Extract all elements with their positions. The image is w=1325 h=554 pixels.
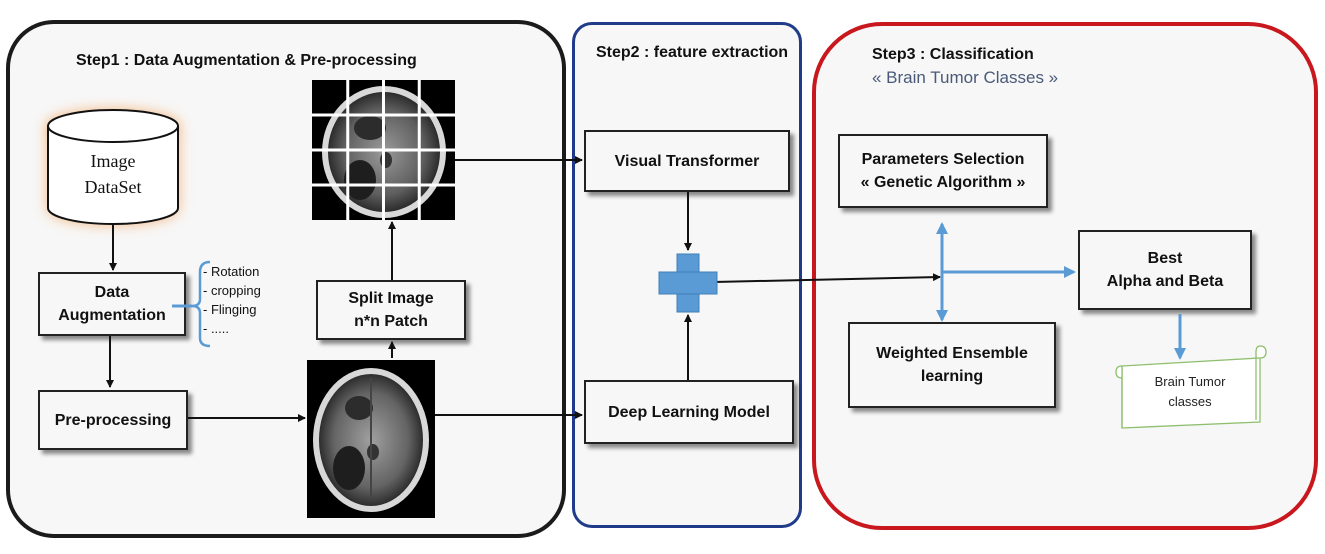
- parameters-selection-box: Parameters Selection« Genetic Algorithm …: [838, 134, 1048, 208]
- step3-subtitle: « Brain Tumor Classes »: [872, 68, 1059, 87]
- dataset-label: Image DataSet: [84, 151, 142, 197]
- mri-patch-grid-image: [312, 80, 455, 220]
- scroll-icon: [1115, 345, 1267, 429]
- step1-title: Step1 : Data Augmentation & Pre-processi…: [76, 52, 417, 69]
- step3-title: Step3 : Classification: [872, 46, 1034, 63]
- augmentation-list: - Rotation - cropping - Flinging - .....: [203, 264, 261, 336]
- deep-learning-model-box: Deep Learning Model: [584, 380, 794, 444]
- brain-tumor-classes-output: Brain Tumor classes: [1154, 374, 1226, 409]
- plus-icon: [658, 253, 718, 313]
- visual-transformer-box: Visual Transformer: [584, 130, 790, 192]
- step2-title: Step2 : feature extraction: [596, 44, 789, 61]
- preprocessing-box: Pre-processing: [38, 390, 188, 450]
- mri-scan-image: [307, 360, 435, 518]
